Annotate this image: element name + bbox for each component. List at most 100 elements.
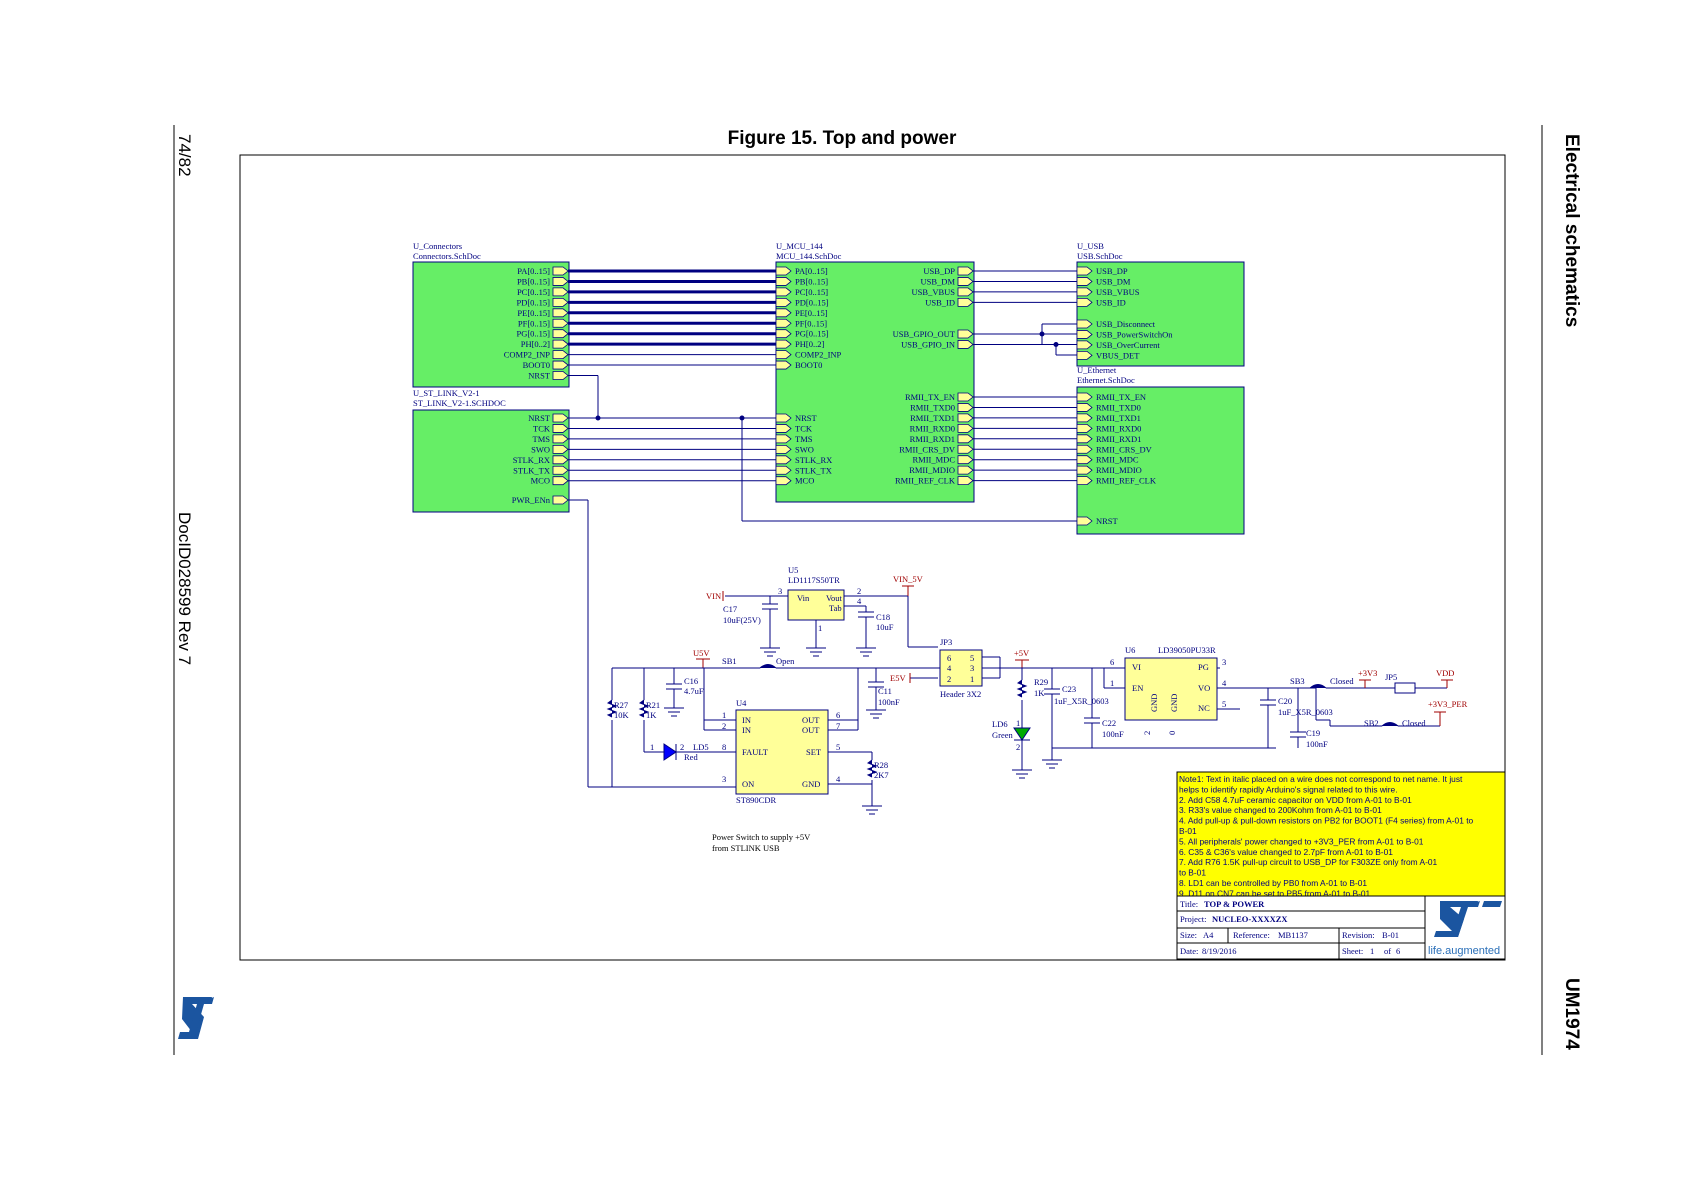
mcu-pin-ph-0-2-port	[775, 339, 792, 349]
jp3-pin3: 3	[970, 663, 974, 673]
u5-vin-pin: Vin	[797, 593, 810, 603]
u5-pin1: 1	[818, 623, 822, 633]
mcu-pin-swo-label: SWO	[795, 444, 814, 454]
c18-value: 10uF	[876, 622, 894, 632]
usb-block-name: U_USB	[1077, 241, 1104, 251]
mcu-pin-usb-vbus-label: USB_VBUS	[912, 287, 956, 297]
ethernet-pin-rmii-crs-dv-port	[1076, 444, 1093, 454]
ethernet-pin-rmii-mdc-label: RMII_MDC	[1096, 455, 1139, 465]
u5v-label: U5V	[693, 648, 710, 658]
e5v-label: E5V	[890, 673, 906, 683]
connectors-pin-pc-0-15-port	[552, 287, 569, 297]
sb1-state: Open	[776, 656, 795, 666]
ethernet-block-name: U_Ethernet	[1077, 365, 1117, 375]
note-line: 3. R33's value changed to 200Kohm from A…	[1179, 805, 1382, 815]
ld5-ref: LD5	[693, 742, 709, 752]
ld6-pin2: 2	[1016, 742, 1020, 752]
u6-pin1: 1	[1110, 678, 1114, 688]
u6-nc-pin: NC	[1198, 703, 1210, 713]
mcu-pin-pa-0-15-port	[775, 266, 792, 276]
mcu-pin-tms-label: TMS	[795, 434, 813, 444]
connectors-block-name: U_Connectors	[413, 241, 462, 251]
ground-symbol	[1012, 769, 1032, 779]
stlink-block-name: U_ST_LINK_V2-1	[413, 388, 480, 398]
ethernet-pin-rmii-txd1-port	[1076, 413, 1093, 423]
u4-fault-pin: FAULT	[742, 747, 769, 757]
mcu-pin-list: PA[0..15]PB[0..15]PC[0..15]PD[0..15]PE[0…	[775, 266, 974, 486]
mcu-pin-rmii-tx-en-label: RMII_TX_EN	[905, 392, 955, 402]
connectors-pin-pa-0-15-label: PA[0..15]	[517, 266, 550, 276]
u4-pin8: 8	[722, 742, 726, 752]
ethernet-pin-list: RMII_TX_ENRMII_TXD0RMII_TXD1RMII_RXD0RMI…	[1076, 392, 1157, 526]
mcu-pin-pb-0-15-label: PB[0..15]	[795, 276, 828, 286]
mcu-pin-pg-0-15-label: PG[0..15]	[795, 329, 829, 339]
u4-in1-pin: IN	[742, 715, 751, 725]
ld5-led-icon	[663, 743, 677, 761]
connectors-pin-pd-0-15-port	[552, 297, 569, 307]
stlink-block	[412, 409, 570, 513]
connectors-pin-boot0-port	[552, 360, 569, 370]
vin-5v-label: VIN_5V	[893, 574, 924, 584]
plus-5v-label: +5V	[1014, 648, 1030, 658]
mcu-pin-pc-0-15-label: PC[0..15]	[795, 287, 828, 297]
usb-pin-usb-disconnect-label: USB_Disconnect	[1096, 319, 1156, 329]
connectors-pin-pg-0-15-port	[552, 329, 569, 339]
c11-value: 100nF	[878, 697, 900, 707]
mcu-pin-rmii-rxd0-port	[957, 423, 974, 433]
u4-pin5: 5	[836, 742, 840, 752]
c20-ref: C20	[1278, 696, 1292, 706]
mcu-pin-mco-port	[775, 476, 792, 486]
ld6-color: Green	[992, 730, 1014, 740]
u4-pin2: 2	[722, 721, 726, 731]
mcu-pin-usb-dm-label: USB_DM	[921, 276, 956, 286]
project-label: Project:	[1180, 914, 1206, 924]
sb1-ref: SB1	[722, 656, 737, 666]
reference-value: MB1137	[1278, 930, 1308, 940]
u5-pin4: 4	[857, 596, 862, 606]
vdd-label: VDD	[1436, 668, 1454, 678]
connectors-pin-ph-0-2-port	[552, 339, 569, 349]
c16-ref: C16	[684, 676, 698, 686]
ethernet-pin-rmii-txd0-port	[1076, 403, 1093, 412]
u5-vout-pin: Vout	[826, 593, 843, 603]
stlink-pin-tck-label: TCK	[533, 423, 551, 433]
stlink-pin-tms-label: TMS	[533, 434, 551, 444]
stlink-block-file: ST_LINK_V2-1.SCHDOC	[413, 398, 506, 408]
mcu-pin-mco-label: MCO	[795, 476, 814, 486]
mcu-pin-pc-0-15-port	[775, 287, 792, 297]
jp3-part: Header 3X2	[940, 689, 981, 699]
jp3-pin5: 5	[970, 653, 974, 663]
u4-pin6: 6	[836, 710, 840, 720]
ground-symbol	[664, 707, 684, 717]
r29-value: 1K	[1034, 688, 1045, 698]
usb-pin-list: USB_DPUSB_DMUSB_VBUSUSB_IDUSB_Disconnect…	[1076, 266, 1173, 360]
size-value: A4	[1203, 930, 1214, 940]
u4-set-pin: SET	[806, 747, 822, 757]
mcu-pin-rmii-txd0-label: RMII_TXD0	[910, 402, 955, 412]
mcu-pin-nrst-label: NRST	[795, 413, 818, 423]
mcu-pin-boot0-label: BOOT0	[795, 360, 822, 370]
mcu-pin-usb-gpio-in-label: USB_GPIO_IN	[901, 339, 955, 349]
u6-pin0: 0	[1167, 731, 1177, 735]
u4-pin4: 4	[836, 774, 841, 784]
c20-value: 1uF_X5R_0603	[1278, 707, 1333, 717]
usb-pin-usb-dm-port	[1076, 277, 1093, 286]
sheet-total: 6	[1396, 946, 1400, 956]
ethernet-pin-rmii-mdio-port	[1076, 465, 1093, 475]
ethernet-pin-rmii-rxd0-label: RMII_RXD0	[1096, 423, 1141, 433]
mcu-pin-stlk-rx-port	[775, 455, 792, 465]
mcu-pin-rmii-mdc-port	[957, 455, 974, 465]
note-line: 4. Add pull-up & pull-down resistors on …	[1179, 816, 1474, 826]
mcu-block	[775, 261, 975, 503]
u6-pin5: 5	[1222, 699, 1226, 709]
date-value: 8/19/2016	[1202, 946, 1236, 956]
title-block: Title: TOP & POWER Project: NUCLEO-XXXXZ…	[1176, 895, 1506, 960]
power-switch-caption-line2: from STLINK USB	[712, 843, 780, 853]
ethernet-pin-rmii-mdio-label: RMII_MDIO	[1096, 465, 1142, 475]
mcu-pin-rmii-txd0-port	[957, 403, 974, 412]
u6-pin4: 4	[1222, 678, 1227, 688]
u6-ldo-regulator	[1124, 657, 1218, 721]
vin-label: VIN	[706, 591, 721, 601]
u5-regulator	[787, 589, 845, 621]
